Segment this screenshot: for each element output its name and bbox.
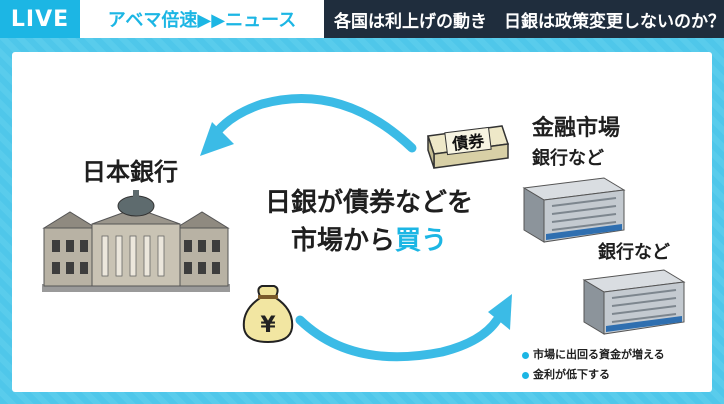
center-line-2-accent: 買う bbox=[395, 226, 448, 256]
bullet-dot-icon bbox=[522, 351, 529, 359]
yen-money-bag-icon: ¥ bbox=[242, 285, 294, 344]
center-line-2-prefix: 市場から bbox=[290, 226, 395, 256]
bond-label: 債券 bbox=[450, 131, 486, 154]
center-line-1: 日銀が債券などを bbox=[264, 188, 473, 218]
bank-building-icon-1 bbox=[522, 177, 626, 243]
bullet-dot-icon bbox=[522, 371, 529, 379]
center-line-2: 市場から買う bbox=[244, 222, 494, 260]
boj-label: 日本銀行 bbox=[82, 158, 178, 186]
yen-symbol: ¥ bbox=[260, 313, 276, 338]
bullet-item: 市場に出回る資金が増える bbox=[522, 345, 665, 365]
bullet-text: 金利が低下する bbox=[533, 368, 610, 381]
arrow-top-icon bbox=[200, 94, 417, 156]
arrow-bottom-icon bbox=[295, 294, 512, 362]
news-headline: 各国は利上げの動き 日銀は政策変更しないのか？ bbox=[324, 0, 724, 38]
financial-market-label: 金融市場 bbox=[532, 116, 621, 141]
bullet-text: 市場に出回る資金が増える bbox=[533, 348, 665, 361]
bond-certificate-icon: 債券 bbox=[427, 125, 509, 169]
bank-label-2: 銀行など bbox=[598, 242, 670, 263]
bank-label-1: 銀行など bbox=[532, 148, 604, 169]
program-brand: アベマ倍速▶▶ニュース bbox=[80, 0, 324, 38]
live-badge: LIVE bbox=[0, 0, 80, 38]
top-banner: LIVE アベマ倍速▶▶ニュース 各国は利上げの動き 日銀は政策変更しないのか？ bbox=[0, 0, 724, 38]
center-explanation: 日銀が債券などを 市場から買う bbox=[244, 184, 494, 260]
bank-building-icon-2 bbox=[582, 269, 686, 335]
bullet-item: 金利が低下する bbox=[522, 365, 665, 385]
effect-bullets: 市場に出回る資金が増える 金利が低下する bbox=[522, 345, 665, 385]
boj-building-icon bbox=[42, 190, 230, 292]
diagram-card: 日本銀行 ¥ bbox=[12, 52, 712, 392]
